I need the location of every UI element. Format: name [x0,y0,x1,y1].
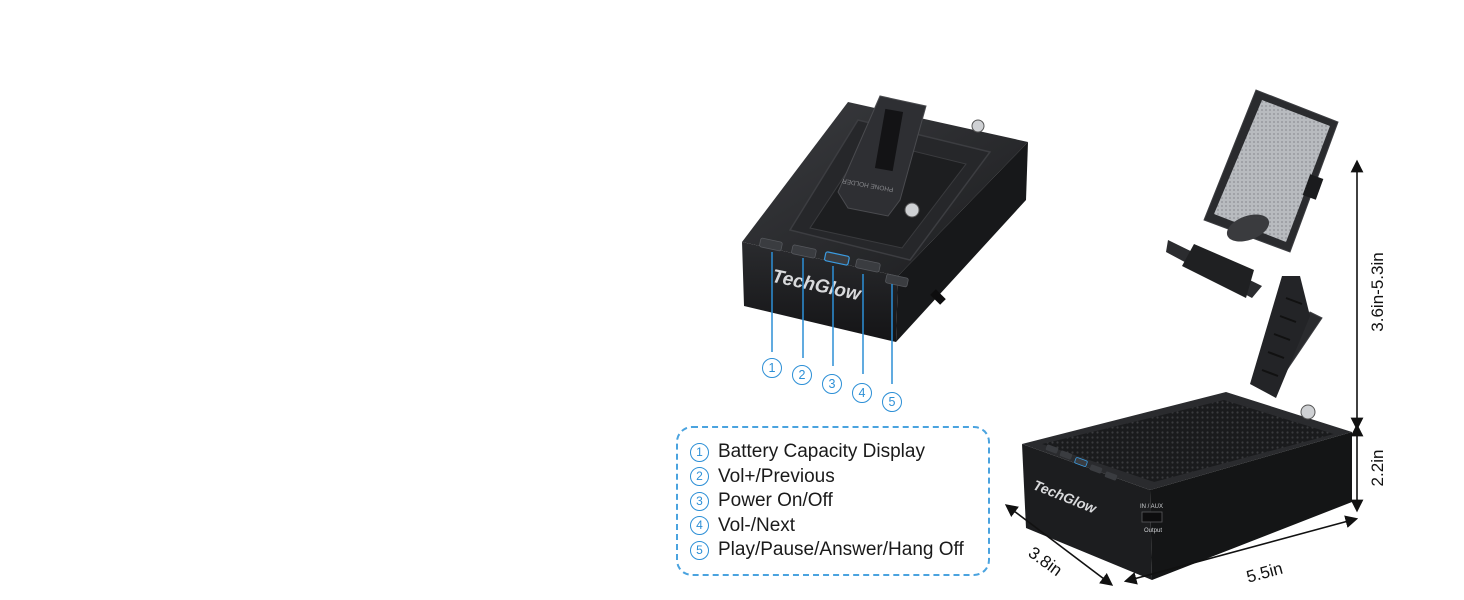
callout-5: 5 [882,392,902,412]
legend-item: 2 Vol+/Previous [690,465,988,490]
legend-label: Battery Capacity Display [718,441,925,463]
legend-number: 1 [690,442,709,462]
legend-item: 4 Vol-/Next [690,514,988,539]
legend-number: 3 [690,491,709,511]
legend-number: 5 [690,540,709,560]
legend-label: Vol+/Previous [718,465,835,487]
legend-label: Vol-/Next [718,514,796,536]
legend-number: 2 [690,467,709,487]
vol-up-button[interactable] [791,244,817,259]
vol-down-button[interactable] [855,258,881,273]
depth-label: 3.8in [1025,543,1066,580]
callout-3: 3 [822,374,842,394]
legend-label: Play/Pause/Answer/Hang Off [718,539,964,561]
callout-2: 2 [792,365,812,385]
width-label: 5.5in [1244,559,1285,587]
battery-button[interactable] [759,237,783,252]
power-button[interactable] [823,251,850,266]
legend-item: 5 Play/Pause/Answer/Hang Off [690,538,988,563]
height-base-label: 2.2in [1368,450,1387,487]
legend-item: 3 Power On/Off [690,489,988,514]
play-pause-button[interactable] [885,273,909,288]
legend-number: 4 [690,516,709,536]
folded-device-image: PHONE HOLDER TechGlow [742,95,1028,342]
callout-4: 4 [852,383,872,403]
legend-item: 1 Battery Capacity Display [690,440,988,465]
callout-1: 1 [762,358,782,378]
depth-line [1004,504,1114,586]
button-row [759,237,909,288]
button-legend: 1 Battery Capacity Display 2 Vol+/Previo… [676,426,990,576]
width-line [1123,515,1359,585]
height-stand-label: 3.6in-5.3in [1368,252,1387,331]
port-in-label: IN / AUX [1140,504,1163,510]
legend-label: Power On/Off [718,490,833,512]
